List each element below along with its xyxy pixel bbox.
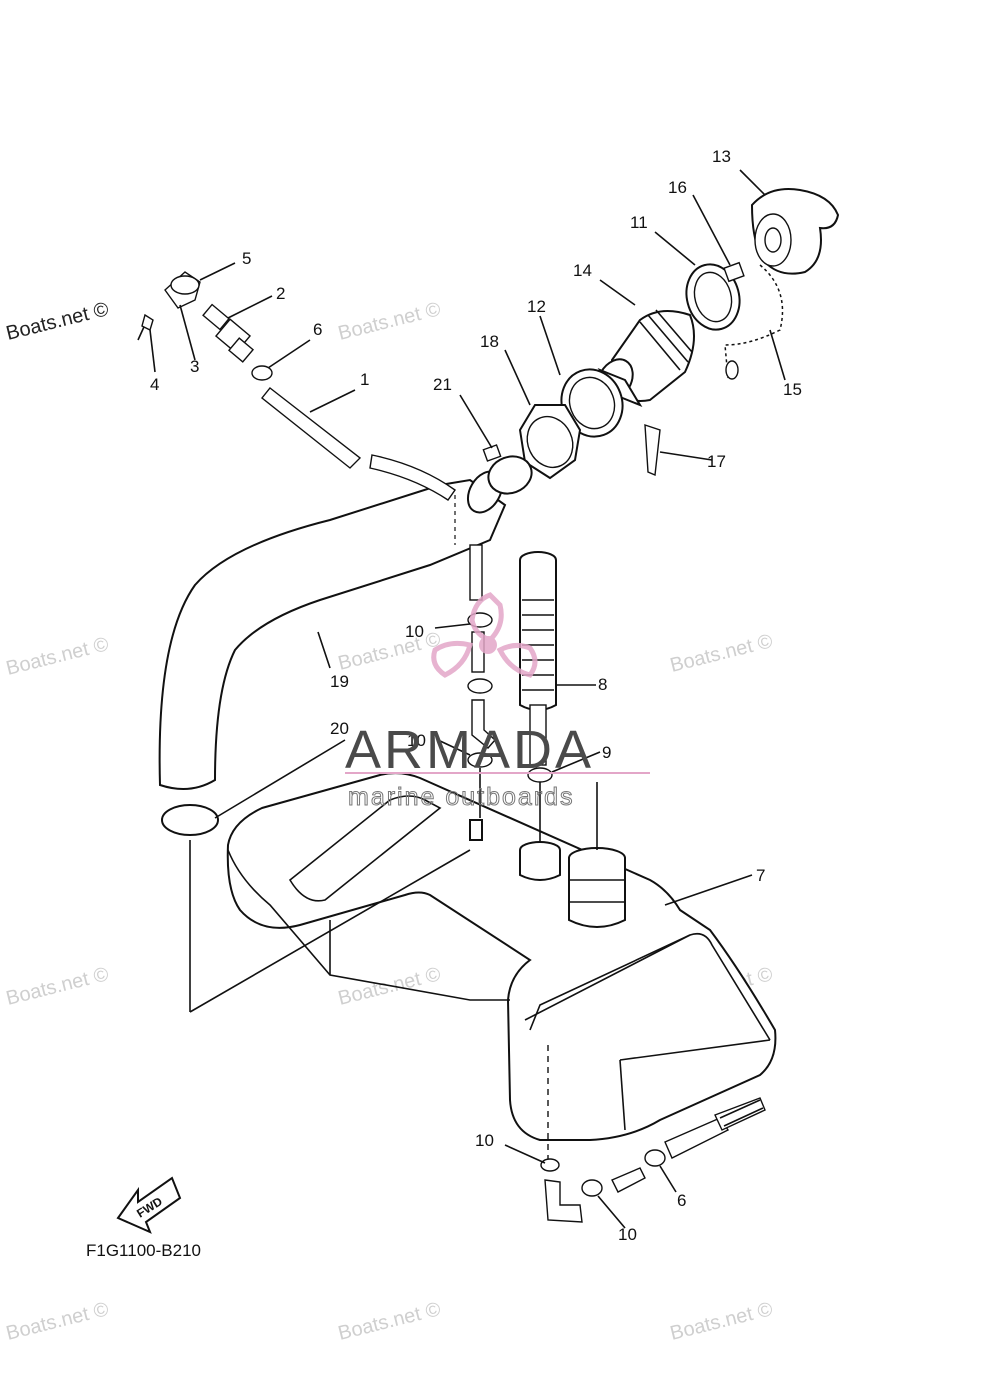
filler-cap-assembly [482,188,840,495]
clamp-part-6 [251,365,273,381]
forward-direction-arrow: FWD [116,1176,182,1234]
valve-assembly-3-5-4 [137,271,201,341]
callout-10: 10 [405,622,424,641]
callout-8: 8 [598,675,607,694]
drain-hose-assembly [540,1097,766,1223]
watermark: Boats.net © [336,1298,443,1345]
watermark: Boats.net © [4,963,111,1010]
diagram-code: F1G1100-B210 [86,1241,201,1260]
callout-20: 20 [330,719,349,738]
callout-3: 3 [190,357,199,376]
callout-11: 11 [630,213,648,232]
callout-1: 1 [360,370,369,389]
watermark: Boats.net © [668,1298,775,1345]
brand-tagline: marine outboards [348,783,575,811]
armada-logo: ARMADA marine outboards [345,592,650,812]
callout-labels: 13 16 11 14 12 18 21 15 17 5 2 6 1 3 4 1… [150,147,802,1244]
callout-4: 4 [150,375,159,394]
watermark: Boats.net © [336,298,443,345]
callout-2: 2 [276,284,285,303]
callout-10: 10 [618,1225,637,1244]
callout-17: 17 [707,452,726,471]
breather-hose [261,387,483,601]
fitting-part-2 [202,303,255,363]
callout-5: 5 [242,249,251,268]
watermark-top-left: Boats.net © [4,298,111,345]
watermark: Boats.net © [668,630,775,677]
watermark: Boats.net © [4,1298,111,1345]
watermark: Boats.net © [4,633,111,680]
callout-6: 6 [313,320,322,339]
callout-19: 19 [330,672,349,691]
hose-clamp-part-20 [161,804,219,836]
callout-9: 9 [602,743,611,762]
brand-name: ARMADA [345,720,594,780]
propeller-logo-mark [431,592,538,678]
callout-7: 7 [756,866,765,885]
callout-18: 18 [480,332,499,351]
callout-10: 10 [407,731,426,750]
callout-10: 10 [475,1131,494,1150]
callout-15: 15 [783,380,802,399]
leader-lines [149,169,786,1229]
callout-21: 21 [433,375,452,394]
watermark: Boats.net © [336,963,443,1010]
watermark: Boats.net © [336,628,443,675]
fuel-tank [226,772,777,1160]
callout-14: 14 [573,261,592,280]
callout-16: 16 [668,178,687,197]
callout-6: 6 [677,1191,686,1210]
callout-12: 12 [527,297,546,316]
callout-13: 13 [712,147,731,166]
